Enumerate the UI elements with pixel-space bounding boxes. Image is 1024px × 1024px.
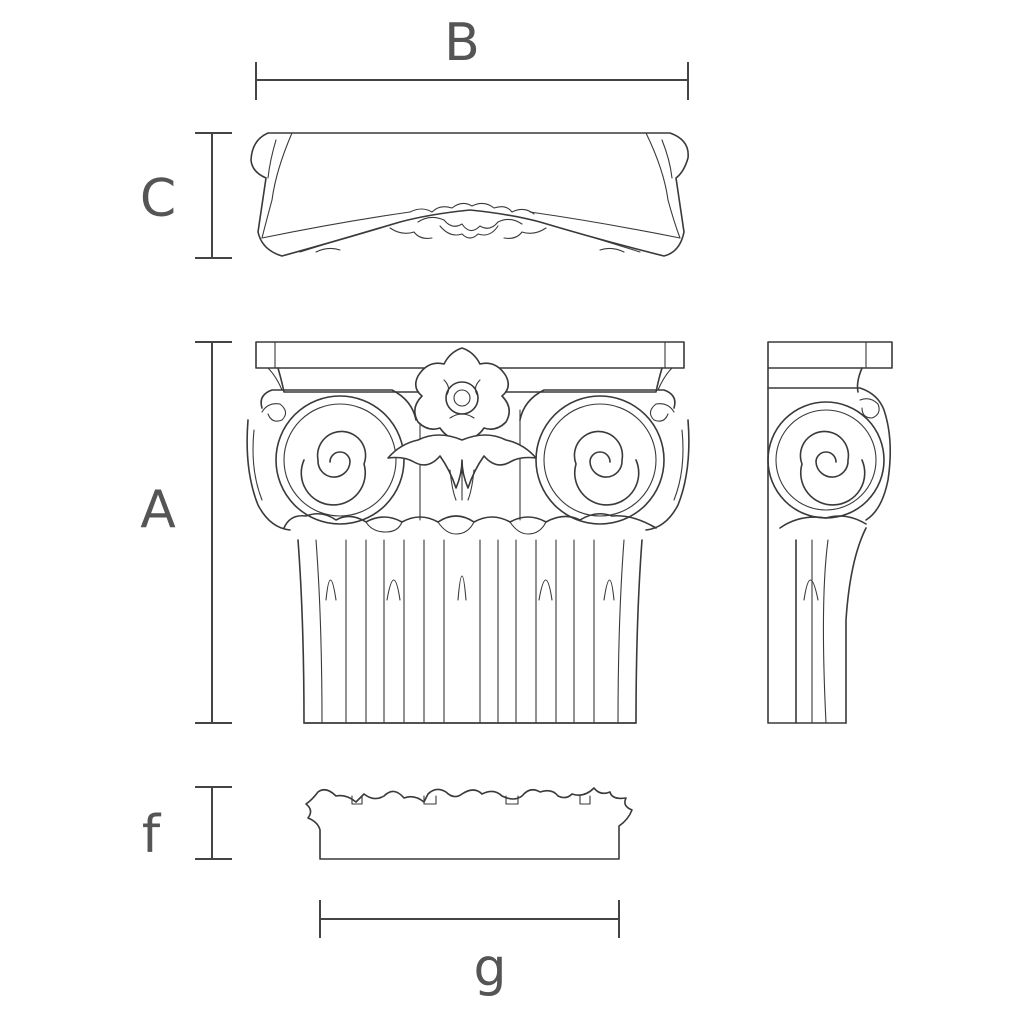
top-view (250, 132, 689, 257)
front-view (246, 341, 690, 724)
dimension-f: f (142, 786, 232, 865)
fluted-shaft (297, 539, 643, 724)
dimension-label-C: C (140, 169, 176, 229)
right-volute (519, 389, 690, 531)
dimension-A: A (140, 341, 232, 724)
dimension-C: C (140, 132, 232, 259)
central-rosette (387, 347, 537, 501)
dimension-B: B (255, 13, 689, 100)
side-view (767, 341, 893, 724)
dimension-label-A: A (140, 480, 176, 540)
dimension-g: g (319, 900, 620, 998)
left-volute (246, 389, 417, 531)
bottom-view (305, 787, 633, 860)
dimension-label-g: g (473, 938, 506, 998)
dimension-label-B: B (444, 13, 480, 73)
dimension-label-f: f (142, 805, 162, 865)
